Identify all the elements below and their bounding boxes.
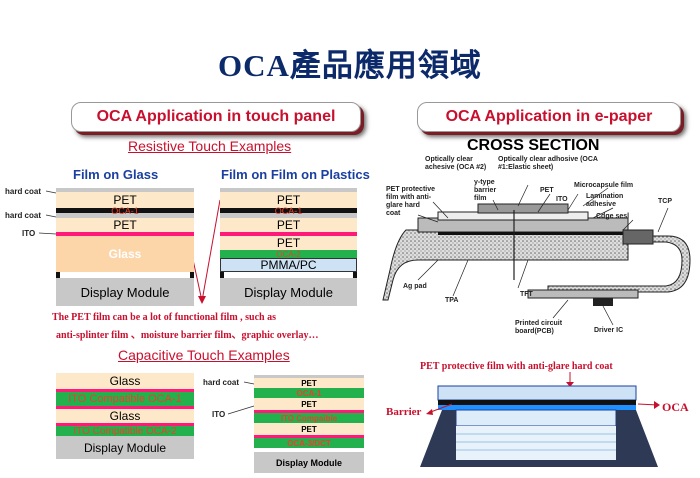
display-module: Display Module [220, 278, 357, 306]
pmma-pc-layer: PMMA/PC [220, 258, 357, 272]
ito-label: ITO [22, 229, 36, 238]
oca-1-layer: ITO Compatible OCA-1 [56, 392, 194, 406]
barrier-film-label: y-type barrier film [474, 179, 497, 202]
epaper-header: OCA Application in e-paper [417, 102, 681, 132]
tcp-label: TCP [658, 198, 672, 205]
hard-coat-label: hard coat [203, 378, 240, 387]
pet-layer: PET [254, 423, 364, 435]
ito-layer [254, 410, 364, 413]
pet-layer: PET [254, 398, 364, 410]
hard-coat-label: hard coat [5, 187, 42, 196]
microcapsule-label: Microcapsule film [574, 182, 634, 189]
barrier-label: Barrier [386, 406, 422, 418]
epaper-lower-diagram [420, 372, 660, 467]
glass-layer: Glass [56, 236, 194, 272]
ito-layer [220, 232, 357, 236]
hard-coat-label: hard coat [5, 211, 42, 220]
pet-protective-label: PET protective film with anti-glare hard… [386, 186, 436, 217]
pet-label: PET [540, 187, 554, 194]
ag-pad-label: Ag pad [403, 283, 427, 290]
pet-layer: PET [254, 378, 364, 388]
ito-layer [254, 435, 364, 438]
ito-layer [56, 406, 194, 409]
pet-layer: PET [56, 192, 194, 208]
ito-compatible-layer: ITO Compaible [254, 413, 364, 423]
ito-layer [56, 389, 194, 392]
ito-layer [56, 423, 194, 426]
pet-layer: PET [56, 218, 194, 232]
oca-2-layer: ITO Compatible OCA-2 [56, 426, 194, 437]
pet-note-line1: The PET film can be a lot of functional … [52, 312, 276, 323]
oca-3-dct-layer: OCA-3/DCT [254, 438, 364, 448]
hard-coat-layer [254, 375, 364, 378]
touch-panel-header: OCA Application in touch panel [71, 102, 361, 132]
capacitive-heading: Capacitive Touch Examples [118, 347, 290, 363]
edge-seal-label: Cdge sesl [596, 213, 630, 220]
gap-layer [56, 272, 194, 278]
driver-ic-label: Driver IC [594, 327, 624, 334]
hard-coat-layer [220, 188, 357, 192]
page-title: OCA產品應用領域 [218, 48, 482, 83]
glass-layer: Glass [56, 409, 194, 423]
hard-coat-layer [56, 188, 194, 192]
oca-1-label: OCA-1 [111, 206, 139, 216]
oca-1-layer: OCA-1 [254, 388, 364, 398]
ito-layer [56, 232, 194, 236]
pet-protective-title: PET protective film with anti-glare hard… [420, 361, 613, 372]
spacer-layer [56, 208, 194, 213]
pet-layer: PET [220, 218, 357, 232]
gap-layer [220, 272, 357, 278]
film-on-glass-title: Film on Glass [73, 167, 159, 182]
oca2-label: Optically clear achesive (OCA #2) [425, 156, 487, 171]
oca-label: OCA [662, 400, 689, 414]
resistive-heading: Resistive Touch Examples [128, 138, 292, 154]
hard-coat-layer [220, 213, 357, 218]
glass-layer: Glass [56, 373, 194, 389]
oca-2-layer: OCA-2 [220, 250, 357, 259]
capacitive-glass-stack: Glass ITO Compatible OCA-1 Glass ITO Com… [56, 373, 194, 459]
tft-label: TFT [520, 291, 533, 298]
hard-coat-layer [56, 213, 194, 218]
display-module: Display Module [254, 452, 364, 473]
gap-layer [254, 448, 364, 452]
pet-note-line2: anti-splinter film 、moisture barrier fil… [56, 330, 319, 341]
pet-layer: PET [220, 192, 357, 208]
film-on-plastics-stack: PET OCA-1 PET PET OCA-2 PMMA/PC Display … [220, 188, 357, 306]
cross-section-title: CROSS SECTION [467, 137, 600, 154]
oca-1-label: OCA-1 [274, 206, 303, 216]
capacitive-film-stack: PET OCA-1 PET ITO Compaible PET OCA-3/DC… [254, 375, 364, 473]
lamination-label: Lamination adhesive [586, 193, 624, 208]
film-on-glass-stack: PET OCA-1 PET Glass Display Module [56, 188, 194, 306]
display-module: Display Module [56, 278, 194, 306]
tpa-label: TPA [445, 297, 459, 304]
cross-section-diagram [382, 184, 691, 326]
ito-label: ITO [212, 410, 226, 419]
display-module: Display Module [56, 436, 194, 459]
oca1-label: Optically clear adhosive (OCA #1:Elastic… [498, 156, 598, 171]
pcb-label: Printed circuit board(PCB) [515, 320, 563, 335]
pet-layer: PET [220, 236, 357, 250]
ito-label: ITO [556, 196, 568, 203]
film-on-plastics-title: Film on Film on Plastics [221, 167, 370, 182]
spacer-layer [220, 208, 357, 213]
